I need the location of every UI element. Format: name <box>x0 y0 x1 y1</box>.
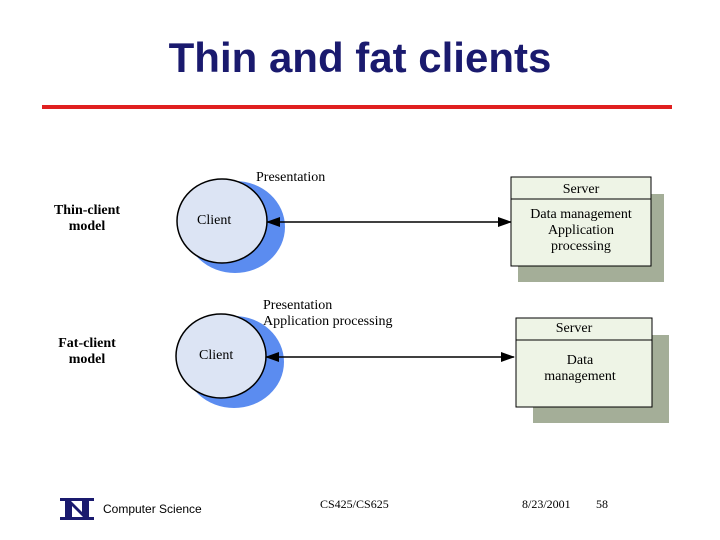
footer-page-number: 58 <box>596 497 608 511</box>
fat-server-title: Server <box>555 321 593 336</box>
thin-server-title: Server <box>562 182 600 197</box>
thin-model-label: Thin-client model <box>40 203 134 235</box>
fat-presentation-line1: Presentation <box>263 298 333 313</box>
fat-model-label-line2: model <box>68 352 106 367</box>
fat-server-line1: Data <box>566 353 594 368</box>
fat-server-box <box>515 317 669 423</box>
footer-department: Computer Science <box>103 502 202 516</box>
slide-title: Thin and fat clients <box>168 34 552 81</box>
thin-client-node <box>176 178 285 273</box>
thin-server-line2: Application <box>547 223 615 238</box>
fat-client-node <box>175 313 284 408</box>
fat-presentation-label: Presentation Application processing <box>263 298 392 330</box>
title-underline <box>42 105 672 109</box>
fat-presentation-line2: Application processing <box>263 314 393 329</box>
fat-model-label: Fat-client model <box>40 336 134 368</box>
thin-model-label-line2: model <box>68 219 106 234</box>
thin-presentation-label: Presentation <box>256 170 326 185</box>
thin-server-body <box>510 176 652 267</box>
thin-model-label-line1: Thin-client <box>53 203 121 218</box>
fat-server-content: Data management <box>516 353 644 385</box>
footer-course: CS425/CS625 <box>320 497 389 511</box>
fat-model-label-line1: Fat-client <box>58 336 116 351</box>
thin-server-content: Data management Application processing <box>511 207 651 255</box>
thin-server-line3: processing <box>551 239 611 254</box>
footer-date: 8/23/2001 <box>522 497 571 511</box>
thin-server-box <box>510 176 664 282</box>
thin-server-line1: Data management <box>530 207 632 222</box>
fat-server-line2: management <box>544 369 616 384</box>
thin-client-label: Client <box>197 213 232 228</box>
fat-server-body <box>515 317 653 408</box>
university-logo-icon <box>60 498 94 520</box>
fat-client-label: Client <box>199 348 234 363</box>
